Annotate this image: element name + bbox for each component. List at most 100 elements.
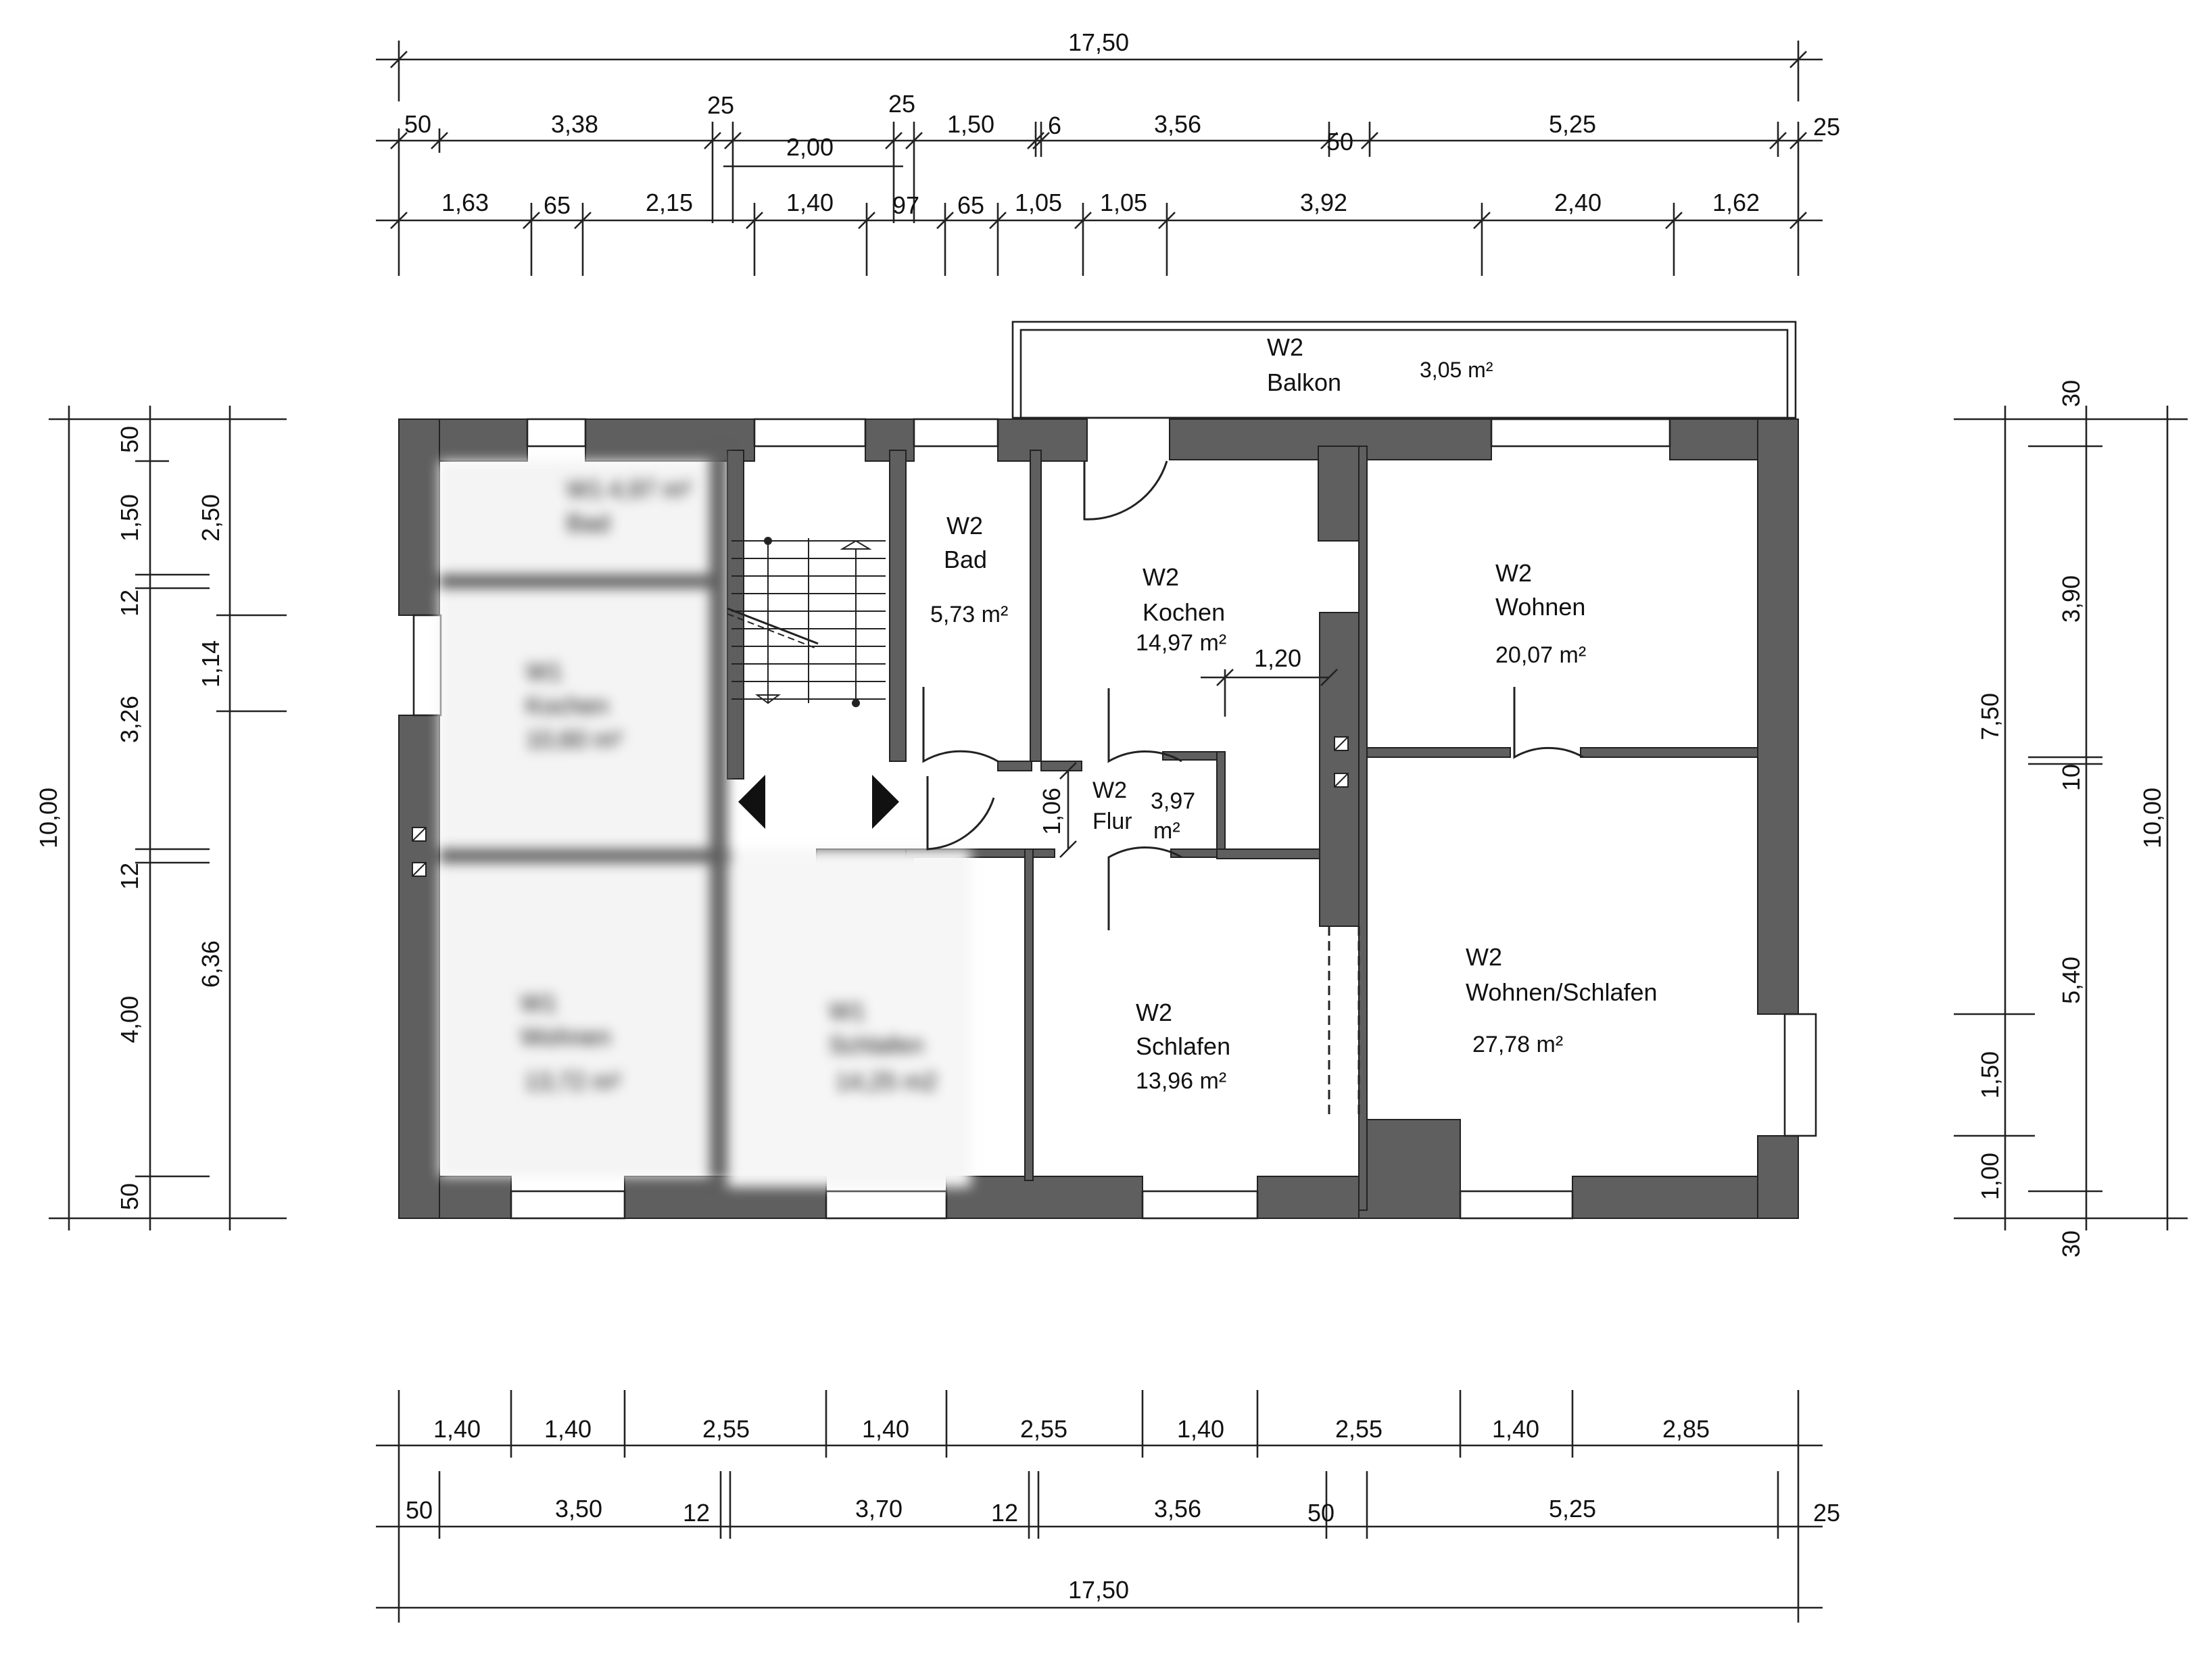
top-r3-dim-1: 1,63 (441, 189, 489, 216)
w1-bad-area: 4,97 m² (608, 475, 691, 503)
top-r2-dim-11: 25 (1813, 113, 1840, 141)
flur-width-dim: 1,06 (1038, 788, 1065, 835)
top-r3-dim-11: 1,62 (1712, 189, 1760, 216)
right-dim-100: 1,00 (1976, 1153, 2004, 1200)
top-r3-dim-3: 2,15 (646, 189, 693, 216)
top-r2-dim-10: 5,25 (1549, 110, 1596, 138)
bottom-dimensions: 1,40 1,40 2,55 1,40 2,55 1,40 2,55 1,40 … (376, 1390, 1840, 1623)
bottom-r1-dim-4: 1,40 (862, 1415, 909, 1443)
wohnen-area: 20,07 m² (1495, 642, 1586, 668)
top-r3-dim-7: 1,05 (1015, 189, 1062, 216)
left-dim-636: 6,36 (197, 940, 224, 988)
top-r3-dim-6: 65 (957, 191, 984, 219)
balkon-unit: W2 (1267, 333, 1303, 361)
wohnen-schlafen-area: 27,78 m² (1472, 1032, 1563, 1057)
bottom-r1-dim-9: 2,85 (1662, 1415, 1710, 1443)
bottom-r1-dim-2: 1,40 (544, 1415, 592, 1443)
bottom-r2-dim-2: 3,50 (555, 1495, 602, 1523)
w1-kochen-unit: W1 (526, 658, 562, 686)
flur-unit: W2 (1092, 777, 1127, 803)
top-r2-dim-9: 50 (1326, 128, 1353, 155)
bottom-r2-dim-9: 25 (1813, 1499, 1840, 1527)
bottom-r1-dim-1: 1,40 (433, 1415, 481, 1443)
w1-kochen-name: Kochen (526, 692, 608, 719)
bottom-r2-dim-6: 3,56 (1154, 1495, 1201, 1523)
bottom-r1-dim-7: 2,55 (1335, 1415, 1382, 1443)
staircase (727, 537, 886, 707)
right-dim-30-top: 30 (2057, 380, 2085, 407)
w1-kochen-area: 10,60 m² (526, 725, 622, 753)
left-dim-150: 1,50 (116, 494, 143, 542)
top-r2-dim-7: 6 (1048, 112, 1061, 139)
bottom-r1-dim-8: 1,40 (1492, 1415, 1539, 1443)
top-r3-dim-4: 1,40 (786, 189, 834, 216)
top-r3-dim-5: 97 (892, 191, 919, 219)
left-dim-12-a: 12 (116, 590, 143, 617)
w1-wohnen-unit: W1 (521, 989, 557, 1017)
schlafen-unit: W2 (1136, 999, 1172, 1026)
right-dim-150: 1,50 (1976, 1051, 2004, 1099)
schlafen-name: Schlafen (1136, 1032, 1230, 1060)
w1-unit-blurred: W1 4,97 m² Bad W1 Kochen 10,60 m² W1 Woh… (439, 450, 971, 1187)
balcony (1011, 320, 1797, 419)
left-dim-114: 1,14 (197, 640, 224, 688)
top-r3-dim-9: 3,92 (1300, 189, 1347, 216)
bad-name: Bad (944, 546, 987, 573)
wohnen-schlafen-name: Wohnen/Schlafen (1466, 978, 1658, 1006)
balkon-area: 3,05 m² (1420, 358, 1493, 382)
right-dim-390: 3,90 (2057, 575, 2085, 623)
w1-schlafen-name: Schlafen (829, 1031, 923, 1059)
top-r2-dim-2: 3,38 (551, 110, 598, 138)
left-dim-50-top: 50 (116, 426, 143, 453)
kochen-unit: W2 (1143, 563, 1179, 591)
left-dim-250: 2,50 (197, 494, 224, 542)
bottom-r2-dim-5: 12 (991, 1499, 1018, 1527)
w1-wohnen-area: 13,72 m² (525, 1068, 621, 1095)
w1-bad-label: W1 (567, 475, 603, 503)
balkon-name: Balkon (1267, 368, 1341, 396)
flur-name: Flur (1092, 809, 1132, 834)
w1-schlafen-unit: W1 (829, 997, 865, 1025)
entrance-arrow-left (738, 775, 765, 829)
right-dim-30-bottom: 30 (2057, 1230, 2085, 1257)
bottom-r1-dim-5: 2,55 (1020, 1415, 1067, 1443)
top-r2-dim-1: 50 (404, 110, 431, 138)
left-dim-12-b: 12 (116, 863, 143, 890)
w1-bad-name: Bad (567, 509, 610, 537)
top-r2-dim-8: 3,56 (1154, 110, 1201, 138)
flur-area-value: 3,97 (1151, 788, 1195, 814)
doors (922, 460, 1584, 1120)
flur-area-unit: m² (1153, 818, 1180, 844)
bottom-r2-dim-8: 5,25 (1549, 1495, 1596, 1523)
left-dimensions: 10,00 50 1,50 12 3,26 12 4,00 50 2,50 1,… (34, 406, 287, 1230)
bottom-r1-dim-6: 1,40 (1177, 1415, 1224, 1443)
w1-wohnen-name: Wohnen (521, 1023, 610, 1051)
top-r3-dim-10: 2,40 (1554, 189, 1602, 216)
wohnen-name: Wohnen (1495, 593, 1585, 621)
top-r2-dim-3: 25 (707, 91, 734, 119)
bottom-total-dim: 17,50 (1068, 1576, 1129, 1604)
kochen-name: Kochen (1143, 598, 1225, 626)
top-dimensions: 17,50 (376, 28, 1840, 276)
left-total-dim: 10,00 (34, 788, 62, 848)
walls (398, 418, 1799, 1219)
bad-area: 5,73 m² (930, 602, 1008, 627)
bottom-r2-dim-3: 12 (683, 1499, 710, 1527)
schlafen-area: 13,96 m² (1136, 1068, 1226, 1094)
left-dim-50-bottom: 50 (116, 1183, 143, 1210)
bad-unit: W2 (946, 512, 983, 540)
top-r2-dim-5: 25 (888, 90, 915, 118)
right-dim-10: 10 (2057, 764, 2085, 791)
kochen-width-dim: 1,20 (1254, 644, 1301, 672)
right-total-dim: 10,00 (2138, 788, 2166, 848)
entrance-arrow-right (872, 775, 899, 829)
left-dim-326: 3,26 (116, 696, 143, 743)
left-dim-400: 4,00 (116, 996, 143, 1043)
right-dim-540: 5,40 (2057, 957, 2085, 1004)
w2-room-labels: W2 Balkon 3,05 m² W2 Bad 5,73 m² W2 Koch… (930, 333, 1658, 1094)
wohnen-unit: W2 (1495, 559, 1532, 587)
vent-symbols (412, 736, 1349, 877)
windows (412, 418, 1817, 1220)
